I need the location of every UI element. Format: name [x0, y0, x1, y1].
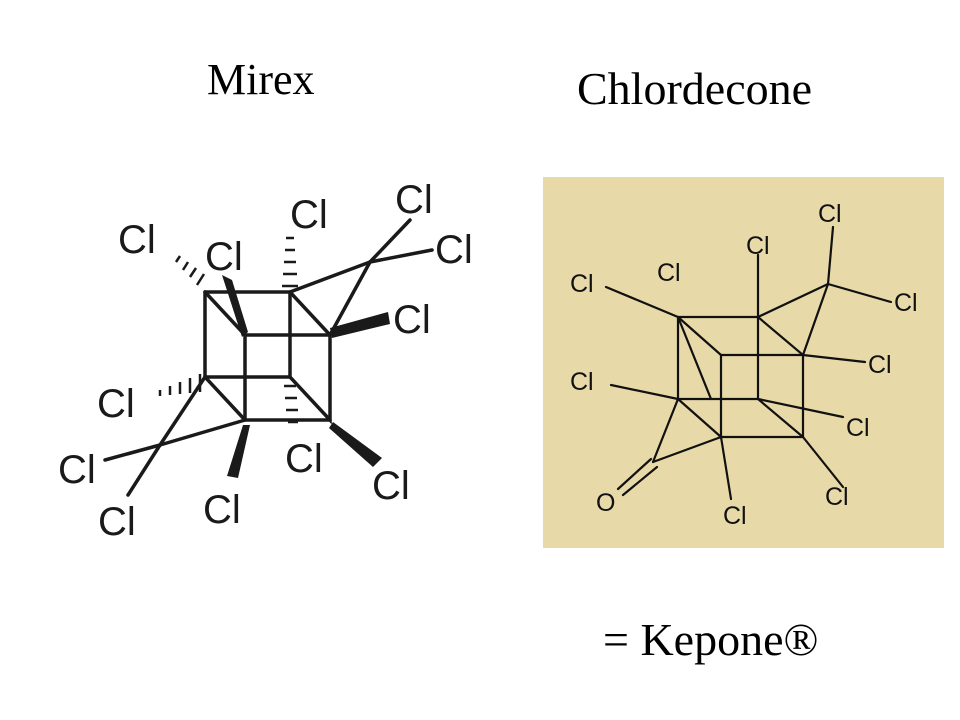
mirex-bond: [328, 260, 372, 337]
chlor-bond: [676, 397, 723, 439]
mirex-bond: [126, 443, 162, 497]
chlor-cl-label: Cl: [746, 232, 770, 260]
chlordecone-panel: Cl Cl Cl Cl Cl Cl Cl Cl Cl Cl O: [543, 177, 944, 548]
mirex-hash: [174, 255, 182, 263]
chlor-bond: [676, 315, 713, 401]
mirex-hash: [181, 261, 190, 271]
mirex-cl-label: Cl: [98, 500, 136, 544]
chlor-cl-label: Cl: [894, 289, 918, 317]
chlor-double-bond: [621, 465, 659, 497]
mirex-bond: [158, 418, 247, 447]
chlor-cl-label: Cl: [723, 502, 747, 530]
kepone-title: = Kepone®: [603, 614, 819, 665]
mirex-cl-label: Cl: [290, 193, 328, 237]
chlor-bond: [719, 353, 805, 439]
chlor-cl-label: Cl: [657, 259, 681, 287]
mirex-wedge: [329, 422, 382, 467]
mirex-bond: [288, 260, 372, 294]
mirex-cl-label: Cl: [205, 235, 243, 279]
mirex-cl-label: Cl: [395, 178, 433, 222]
chlor-cl-label: Cl: [825, 483, 849, 511]
mirex-bond: [368, 218, 412, 264]
mirex-cl-label: Cl: [393, 298, 431, 342]
chlor-double-bond: [616, 457, 653, 491]
chlor-cl-label: Cl: [570, 270, 594, 298]
chlor-bond: [826, 282, 893, 304]
chlor-bond: [801, 282, 830, 357]
mirex-cl-label: Cl: [118, 218, 156, 262]
chlor-bond: [826, 225, 835, 286]
chlor-cl-label: Cl: [846, 414, 870, 442]
mirex-cl-label: Cl: [435, 228, 473, 272]
chlor-o-label: O: [596, 489, 615, 517]
chlor-bond: [719, 435, 733, 501]
mirex-bond: [368, 248, 434, 264]
mirex-bond: [203, 290, 247, 337]
chlor-bond: [604, 285, 680, 319]
mirex-cl-label: Cl: [58, 448, 96, 492]
chlor-bond: [676, 315, 723, 357]
chlor-bond: [801, 435, 845, 489]
mirex-bond: [103, 443, 162, 462]
mirex-bond: [158, 375, 207, 447]
mirex-hash: [195, 273, 206, 286]
chlor-bond: [651, 397, 680, 464]
chlor-cl-label: Cl: [570, 368, 594, 396]
chlor-bond: [651, 435, 723, 464]
mirex-wedge: [227, 425, 250, 478]
mirex-wedge: [222, 275, 248, 337]
chlordecone-title: Chlordecone: [577, 63, 813, 114]
chlor-bond: [609, 383, 680, 401]
mirex-bond: [203, 375, 247, 422]
chlordecone-structure: Cl Cl Cl Cl Cl Cl Cl Cl Cl Cl O: [570, 200, 918, 530]
chlor-bond: [801, 353, 867, 364]
chlor-cl-label: Cl: [868, 351, 892, 379]
mirex-wedge: [330, 312, 390, 338]
chlor-bond: [756, 282, 830, 319]
mirex-cl-label: Cl: [372, 464, 410, 508]
mirex-cl-label: Cl: [203, 488, 241, 532]
chlor-bond: [756, 397, 845, 419]
chlor-cl-label: Cl: [818, 200, 842, 228]
mirex-title: Mirex: [207, 55, 315, 104]
mirex-cl-label: Cl: [285, 437, 323, 481]
mirex-hash: [188, 267, 198, 278]
mirex-cl-label: Cl: [97, 382, 135, 426]
